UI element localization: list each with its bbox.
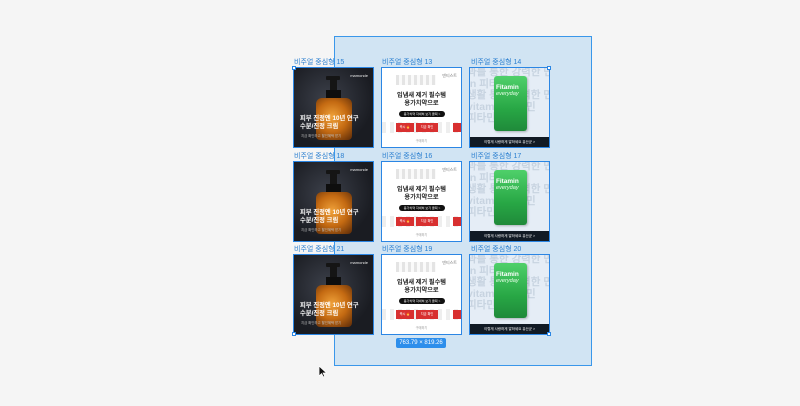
brand-logo: 덴티스트 [442,73,457,78]
serum-bottle-image [312,263,356,327]
frame-label-13[interactable]: 비주얼 중심형 13 [382,59,433,66]
card-cta-bar: 이렇게 사랑하게 말하세요 유산균 > [470,324,549,334]
frame-17[interactable]: 과를 통한 강력한 면비 in 피타민 비 생활 통한 강력한 면 vitami… [469,161,550,242]
serum-bottle-image [312,170,356,234]
red-label: 지금 확인 [416,123,438,132]
teeth-image [396,262,436,272]
selection-marquee [334,36,592,366]
vitamin-box-image: Fitamin everyday [494,76,527,131]
frame-label-17[interactable]: 비주얼 중심형 17 [471,153,522,160]
card-subtext: 지금 확인하고 할인혜택 받기 [301,321,342,325]
red-tail [453,217,461,226]
frame-label-20[interactable]: 비주얼 중심형 20 [471,246,522,253]
red-label: 즉시 🔥 [396,217,414,226]
resize-handle-top-left[interactable] [292,66,296,70]
red-label: 즉시 🔥 [396,123,414,132]
teeth-image [396,169,436,179]
frame-label-15[interactable]: 비주얼 중심형 15 [294,59,345,66]
red-tail [453,310,461,319]
mouse-cursor-icon [319,366,328,377]
red-tail [453,123,461,132]
card-cta-bar: 이렇게 사랑하게 말하세요 유산균 > [470,231,549,241]
brand-logo: mamonde [350,260,368,265]
card-cta-bar: 이렇게 사랑하게 말하세요 유산균 > [470,137,549,147]
resize-handle-bottom-right[interactable] [547,332,551,336]
teeth-image [396,75,436,85]
cta-button: 용가치약 자세히 보기 클릭 > [399,205,445,211]
cta-button: 용가치약 자세히 보기 클릭 > [399,111,445,117]
frame-label-14[interactable]: 비주얼 중심형 14 [471,59,522,66]
card-subtext: 지금 확인하고 할인혜택 받기 [301,228,342,232]
frame-14[interactable]: 과를 통한 강력한 면비 in 피타민 비 생활 통한 강력한 면 vitami… [469,67,550,148]
resize-handle-top-right[interactable] [547,66,551,70]
brand-logo: mamonde [350,167,368,172]
card-footer: 구매하기 [415,233,428,237]
vitamin-box-image: Fitamin everyday [494,263,527,318]
card-footer: 구매하기 [415,139,428,143]
card-footer: 구매하기 [415,326,428,330]
brand-logo: mamonde [350,73,368,78]
red-label: 즉시 🔥 [396,310,414,319]
frame-label-19[interactable]: 비주얼 중심형 19 [382,246,433,253]
brand-logo: 덴티스트 [442,167,457,172]
frame-label-18[interactable]: 비주얼 중심형 18 [294,153,345,160]
selection-size-badge: 763.79 × 819.26 [396,338,446,348]
red-label: 지금 확인 [416,310,438,319]
serum-bottle-image [312,76,356,140]
red-label: 지금 확인 [416,217,438,226]
brand-logo: 덴티스트 [442,260,457,265]
vitamin-box-image: Fitamin everyday [494,170,527,225]
resize-handle-bottom-left[interactable] [292,332,296,336]
cta-button: 용가치약 자세히 보기 클릭 > [399,298,445,304]
frame-20[interactable]: 과를 통한 강력한 면비 in 피타민 비 생활 통한 강력한 면 vitami… [469,254,550,335]
card-subtext: 지금 확인하고 할인혜택 받기 [301,134,342,138]
frame-label-21[interactable]: 비주얼 중심형 21 [294,246,345,253]
frame-label-16[interactable]: 비주얼 중심형 16 [382,153,433,160]
